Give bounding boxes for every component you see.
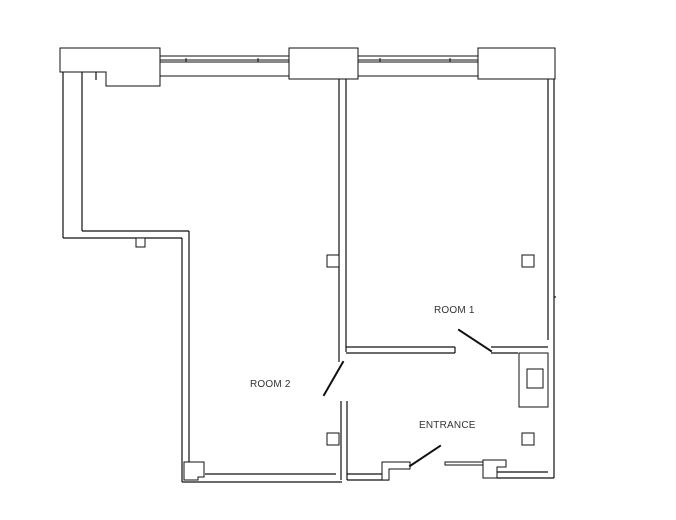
room1-label: ROOM 1 bbox=[434, 305, 475, 316]
entrance-door-left bbox=[381, 444, 442, 481]
room1-exterior-wall bbox=[547, 79, 556, 478]
fixture-room2-wall bbox=[135, 237, 146, 248]
door-room1 bbox=[457, 328, 493, 353]
pillar-top-right bbox=[477, 47, 556, 80]
pillar-top-left bbox=[59, 47, 161, 87]
entrance-door-right bbox=[444, 459, 507, 479]
room2-label: ROOM 2 bbox=[250, 379, 291, 390]
corner-column bbox=[183, 461, 205, 481]
top-window-right bbox=[358, 55, 478, 77]
fixture-entrance bbox=[521, 432, 535, 446]
partition-wall-room1-entrance bbox=[346, 346, 548, 354]
fixture-room2-right bbox=[326, 254, 340, 268]
door-room2 bbox=[322, 360, 345, 397]
entrance-label: ENTRANCE bbox=[419, 420, 476, 431]
fixture-room2-lower bbox=[326, 432, 340, 446]
entrance-cabinet-inner bbox=[526, 368, 544, 389]
fixture-room1 bbox=[521, 254, 535, 268]
entrance-bottom-wall bbox=[347, 471, 554, 481]
partition-wall-room1-room2 bbox=[338, 79, 348, 480]
top-window-left bbox=[160, 55, 289, 77]
room2-exterior-walls bbox=[62, 72, 342, 483]
pillar-top-middle bbox=[288, 47, 359, 80]
